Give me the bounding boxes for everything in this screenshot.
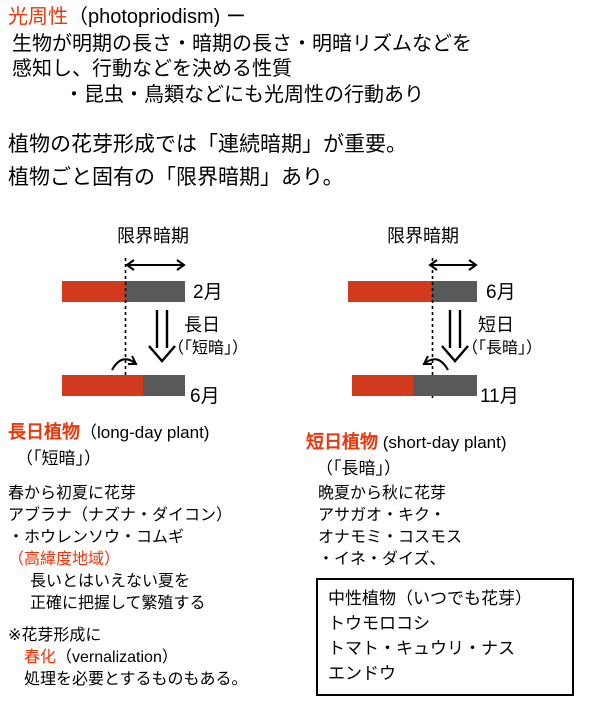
light-period-bar xyxy=(62,281,125,302)
month-label-top-right: 6月 xyxy=(486,282,516,303)
arrowhead-icon xyxy=(176,259,186,271)
long-day-plant-name: 長日植物 xyxy=(8,422,80,442)
title-term: 光周性 xyxy=(8,6,68,28)
short-day-plant-note: （「長暗」） xyxy=(316,459,401,478)
photoperiod-bars-diagram xyxy=(62,258,478,398)
arrowhead-icon xyxy=(125,259,135,271)
shift-arrow-icon xyxy=(111,358,137,371)
light-period-bar xyxy=(348,281,432,302)
description-line-1: 生物が明期の長さ・暗期の長さ・明暗リズムなどを xyxy=(12,33,472,55)
statement-line-1: 植物の花芽形成では「連続暗期」が重要。 xyxy=(8,133,407,156)
critical-dark-label-right: 限界暗期 xyxy=(387,226,459,246)
month-label-bottom-left: 6月 xyxy=(190,386,220,407)
vernalization-term-en: （vernalization） xyxy=(56,649,178,666)
light-period-bar xyxy=(352,375,413,396)
short-day-graphic xyxy=(348,258,478,398)
title-rest: （photopriodism) ー xyxy=(68,6,246,28)
short-day-plant-name: 短日植物 xyxy=(306,432,378,452)
transition-arrowhead-icon xyxy=(148,345,176,363)
long-day-note: アブラナ（ナズナ・ダイコン） xyxy=(8,507,233,524)
vernalization-footnote-line-2: 春化（vernalization） xyxy=(24,649,178,667)
neutral-plants-line: 中性植物（いつでも花芽） xyxy=(328,589,532,608)
page-title: 光周性（photopriodism) ー xyxy=(8,6,246,29)
long-day-note-highlight: （高緯度地域） xyxy=(8,551,121,568)
arrowhead-icon xyxy=(428,259,438,271)
dark-period-bar xyxy=(432,281,477,302)
long-day-note: 長いとはいえない夏を xyxy=(30,573,191,590)
dark-period-bar xyxy=(143,375,185,396)
critical-dark-label-left: 限界暗期 xyxy=(117,226,189,246)
short-day-note: 晩夏から秋に花芽 xyxy=(318,485,447,502)
neutral-plants-line: トマト・キュウリ・ナス xyxy=(328,639,515,658)
transition-label-left: 長日 xyxy=(184,315,220,335)
short-day-note: オナモミ・コスモス xyxy=(318,529,463,546)
arrowhead-icon xyxy=(468,259,478,271)
description-line-2: 感知し、行動などを決める性質 xyxy=(12,58,292,80)
light-period-bar xyxy=(62,375,143,396)
shift-arrow-icon xyxy=(423,358,449,371)
long-day-note: 春から初夏に花芽 xyxy=(8,485,137,502)
short-day-plant-name-en: (short-day plant) xyxy=(378,433,507,452)
long-day-note: 正確に把握して繁殖する xyxy=(30,595,206,612)
shift-arrowhead-icon xyxy=(422,355,432,365)
transition-arrowhead-icon xyxy=(441,345,469,363)
vernalization-term: 春化 xyxy=(24,649,57,666)
long-day-note: ・ホウレンソウ・コムギ xyxy=(8,529,185,546)
transition-note-right: （「長暗」） xyxy=(462,340,543,357)
neutral-plants-box: 中性植物（いつでも花芽） トウモロコシ トマト・キュウリ・ナス エンドウ xyxy=(316,578,574,696)
long-day-plant-heading: 長日植物（long-day plant) xyxy=(8,422,209,443)
neutral-plants-line: トウモロコシ xyxy=(328,614,430,633)
short-day-note: アサガオ・キク・ xyxy=(318,507,446,524)
long-day-graphic xyxy=(62,258,186,396)
neutral-plants-line: エンドウ xyxy=(328,664,396,683)
description-line-3: ・昆虫・鳥類などにも光周性の行動あり xyxy=(64,84,424,106)
transition-label-right: 短日 xyxy=(478,315,514,335)
long-day-plant-note: （「短暗」） xyxy=(16,449,101,468)
short-day-plant-heading: 短日植物 (short-day plant) xyxy=(306,432,507,453)
shift-arrowhead-icon xyxy=(128,355,138,365)
short-day-note: ・イネ・ダイズ、 xyxy=(318,551,446,568)
month-label-bottom-right: 11月 xyxy=(480,386,519,407)
dark-period-bar xyxy=(413,375,477,396)
transition-note-left: （「短暗」） xyxy=(168,340,249,357)
month-label-top-left: 2月 xyxy=(193,282,223,303)
long-day-plant-name-en: （long-day plant) xyxy=(80,423,210,442)
vernalization-footnote-line-1: ※花芽形成に xyxy=(8,627,102,644)
dark-period-bar xyxy=(125,281,185,302)
vernalization-footnote-line-3: 処理を必要とするものもある。 xyxy=(24,671,248,688)
statement-line-2: 植物ごと固有の「限界暗期」あり。 xyxy=(8,166,344,189)
